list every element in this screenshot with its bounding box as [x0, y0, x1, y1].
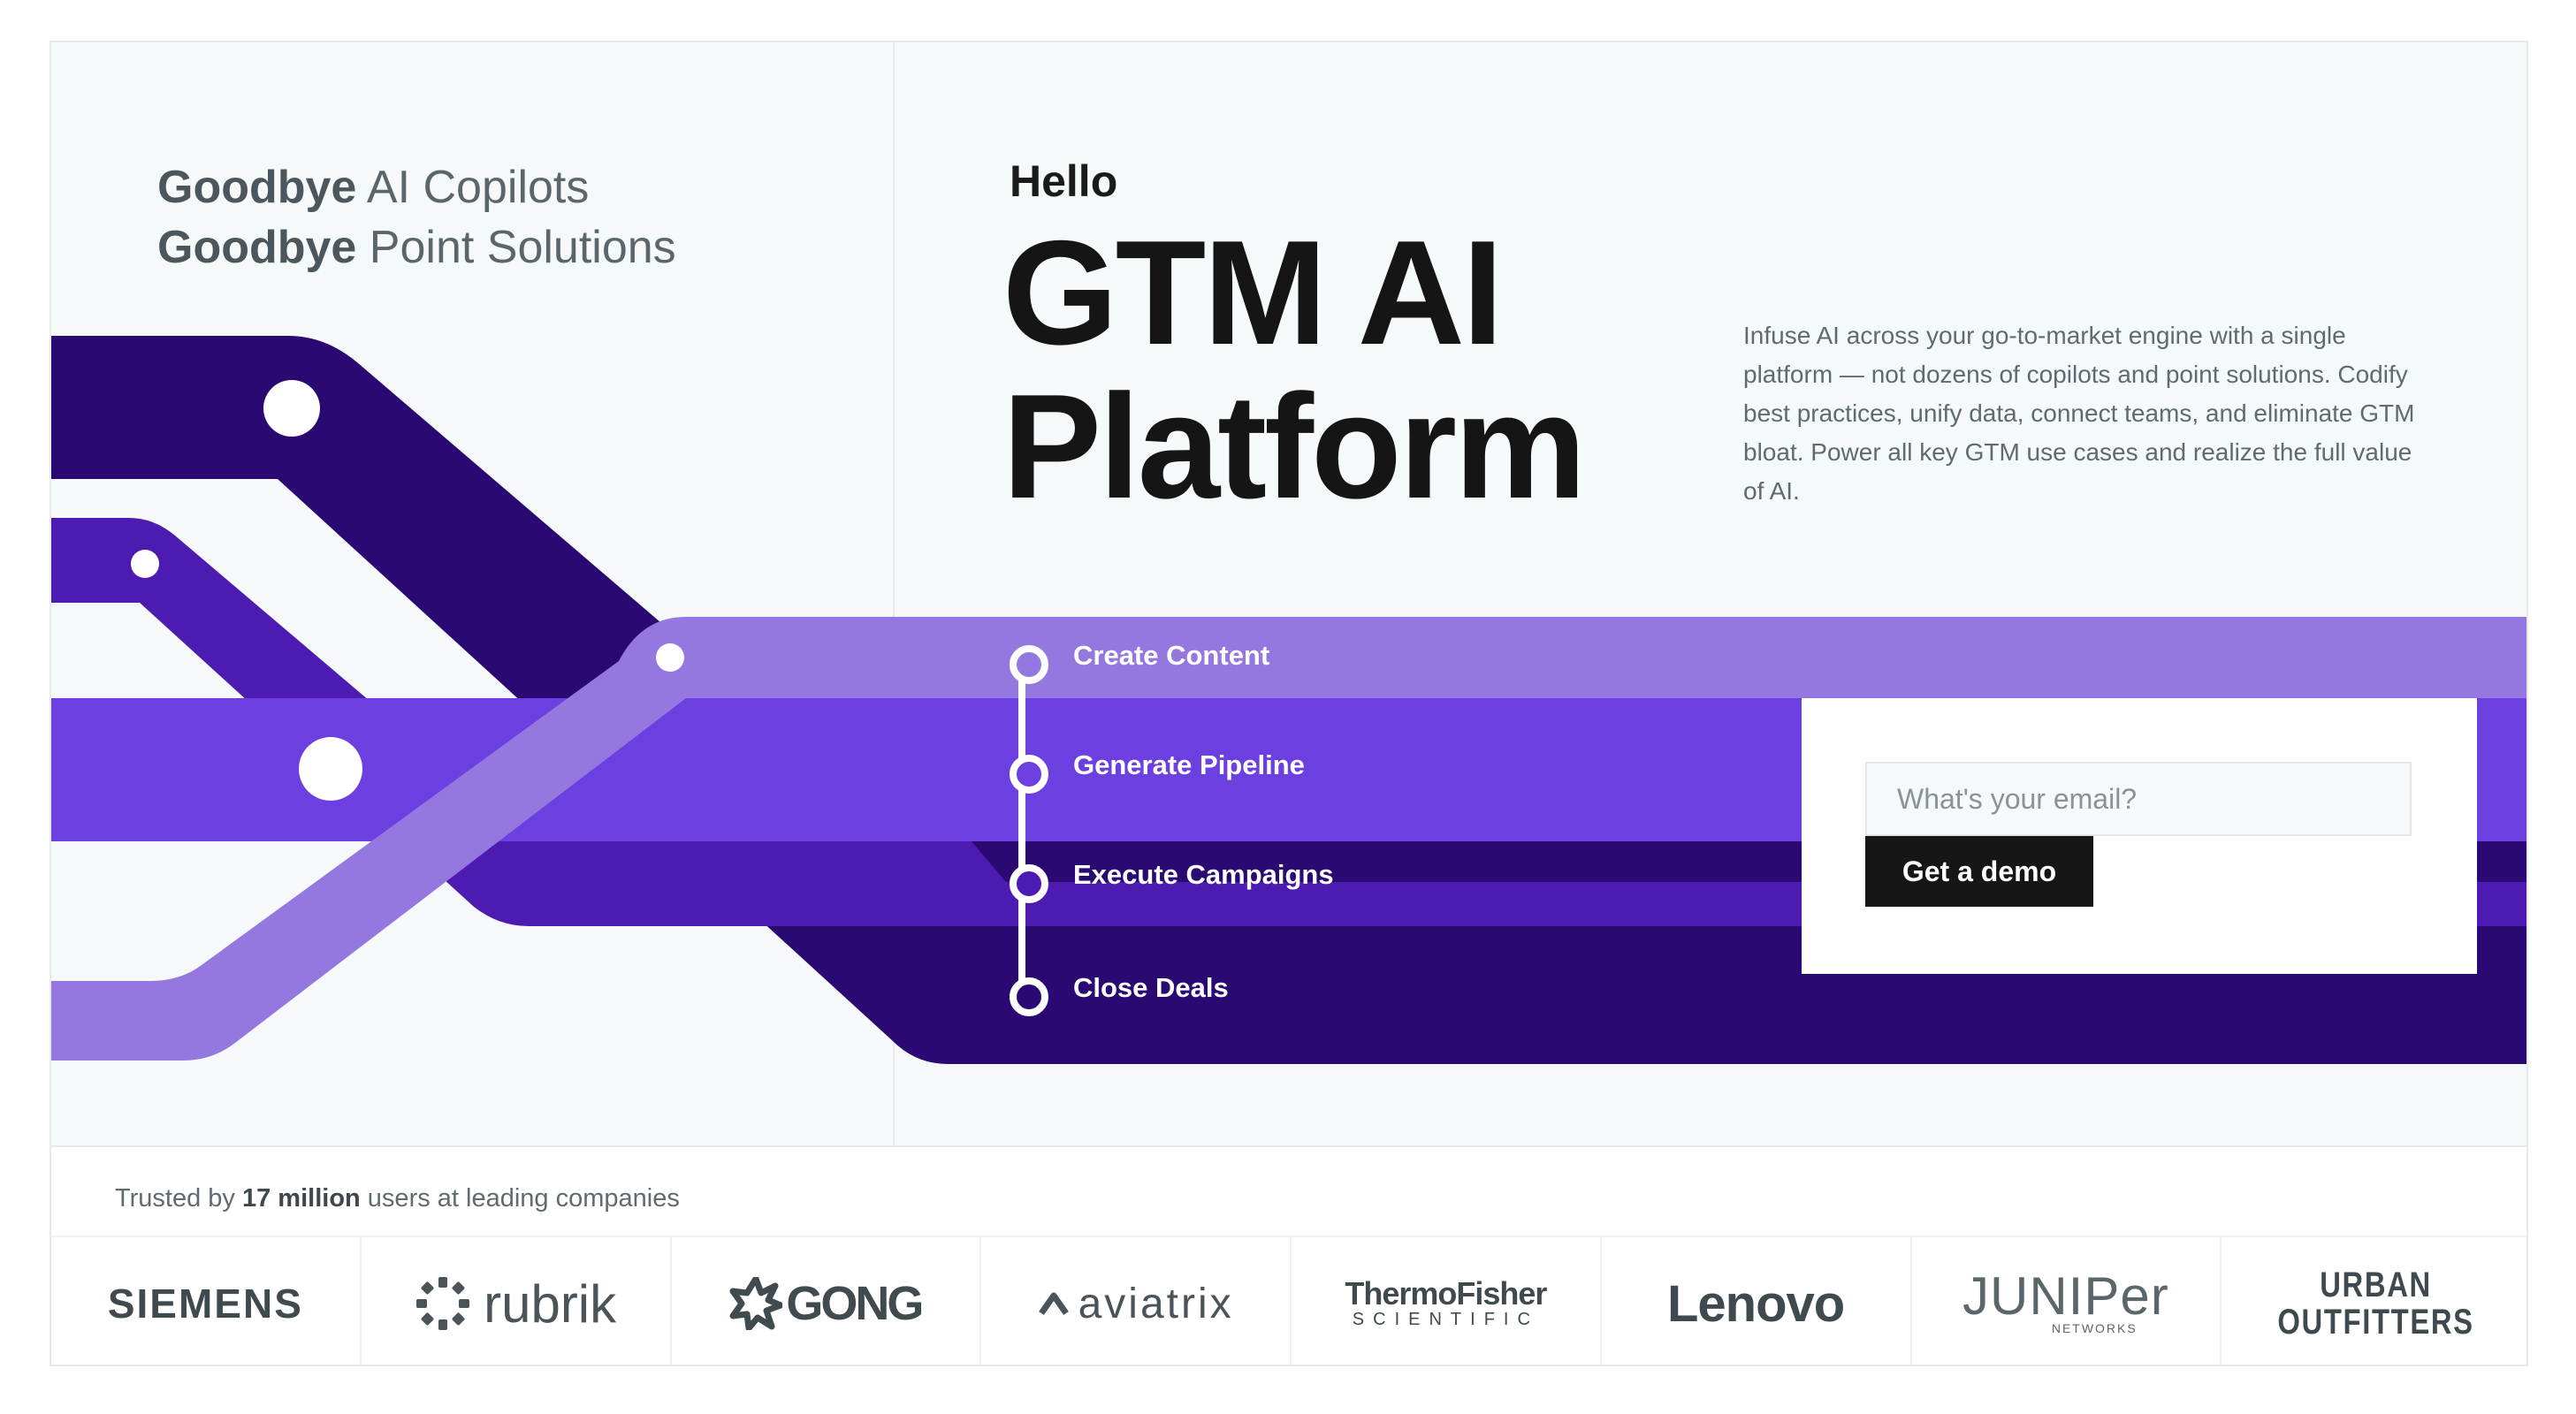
logo-thermo-fisher: ThermoFisher SCIENTIFIC — [1292, 1237, 1602, 1365]
hero-divider — [893, 42, 895, 1145]
headline-line-1: GTM AI — [1002, 209, 1504, 376]
deco-dot-2 — [131, 550, 159, 578]
get-demo-button[interactable]: Get a demo — [1865, 836, 2093, 907]
step-execute-campaigns: Execute Campaigns — [1073, 859, 1334, 890]
logo-juniper: JUNIPer NETWORKS — [1912, 1237, 2222, 1365]
deco-dot-4 — [656, 643, 684, 672]
deco-dot-3 — [299, 737, 362, 801]
ring-marker-icon — [1010, 645, 1048, 684]
goodbye-line-2: Goodbye Point Solutions — [157, 222, 676, 273]
trusted-by-section: Trusted by 17 million users at leading c… — [51, 1145, 2526, 1365]
logo-aviatrix: aviatrix — [981, 1237, 1292, 1365]
page-title: GTM AI Platform — [1002, 209, 1586, 529]
ring-marker-icon — [1010, 755, 1048, 794]
headline-line-2: Platform — [1002, 363, 1586, 529]
gong-burst-icon — [729, 1277, 783, 1330]
step-close-deals: Close Deals — [1073, 972, 1229, 1003]
ring-marker-icon — [1010, 977, 1048, 1016]
hello-eyebrow: Hello — [1010, 156, 1118, 206]
hero-description: Infuse AI across your go-to-market engin… — [1743, 322, 2415, 505]
step-generate-pipeline: Generate Pipeline — [1073, 749, 1305, 780]
email-input[interactable] — [1865, 762, 2412, 836]
logo-rubrik: rubrik — [362, 1237, 672, 1365]
goodbye-heading: Goodbye AI Copilots Goodbye Point Soluti… — [157, 157, 676, 277]
deco-dot-1 — [263, 380, 320, 437]
logo-siemens: SIEMENS — [51, 1237, 362, 1365]
hero-frame: Goodbye AI Copilots Goodbye Point Soluti… — [50, 41, 2528, 1366]
goodbye-line-1: Goodbye AI Copilots — [157, 162, 590, 213]
step-create-content: Create Content — [1073, 640, 1270, 671]
logo-gong: GONG — [672, 1237, 982, 1365]
steps-connector — [1018, 659, 1025, 995]
rubrik-mark-icon — [416, 1277, 470, 1330]
logo-urban-outfitters: URBAN OUTFITTERS — [2277, 1266, 2474, 1342]
logo-strip: SIEMENS — [51, 1235, 2526, 1365]
band-lavender — [51, 617, 2526, 1060]
logo-lenovo: Lenovo — [1602, 1237, 1912, 1365]
aviatrix-caret-icon — [1038, 1292, 1069, 1316]
trusted-by-text: Trusted by 17 million users at leading c… — [115, 1184, 680, 1213]
demo-form-card: Get a demo — [1802, 698, 2477, 974]
ring-marker-icon — [1010, 864, 1048, 903]
